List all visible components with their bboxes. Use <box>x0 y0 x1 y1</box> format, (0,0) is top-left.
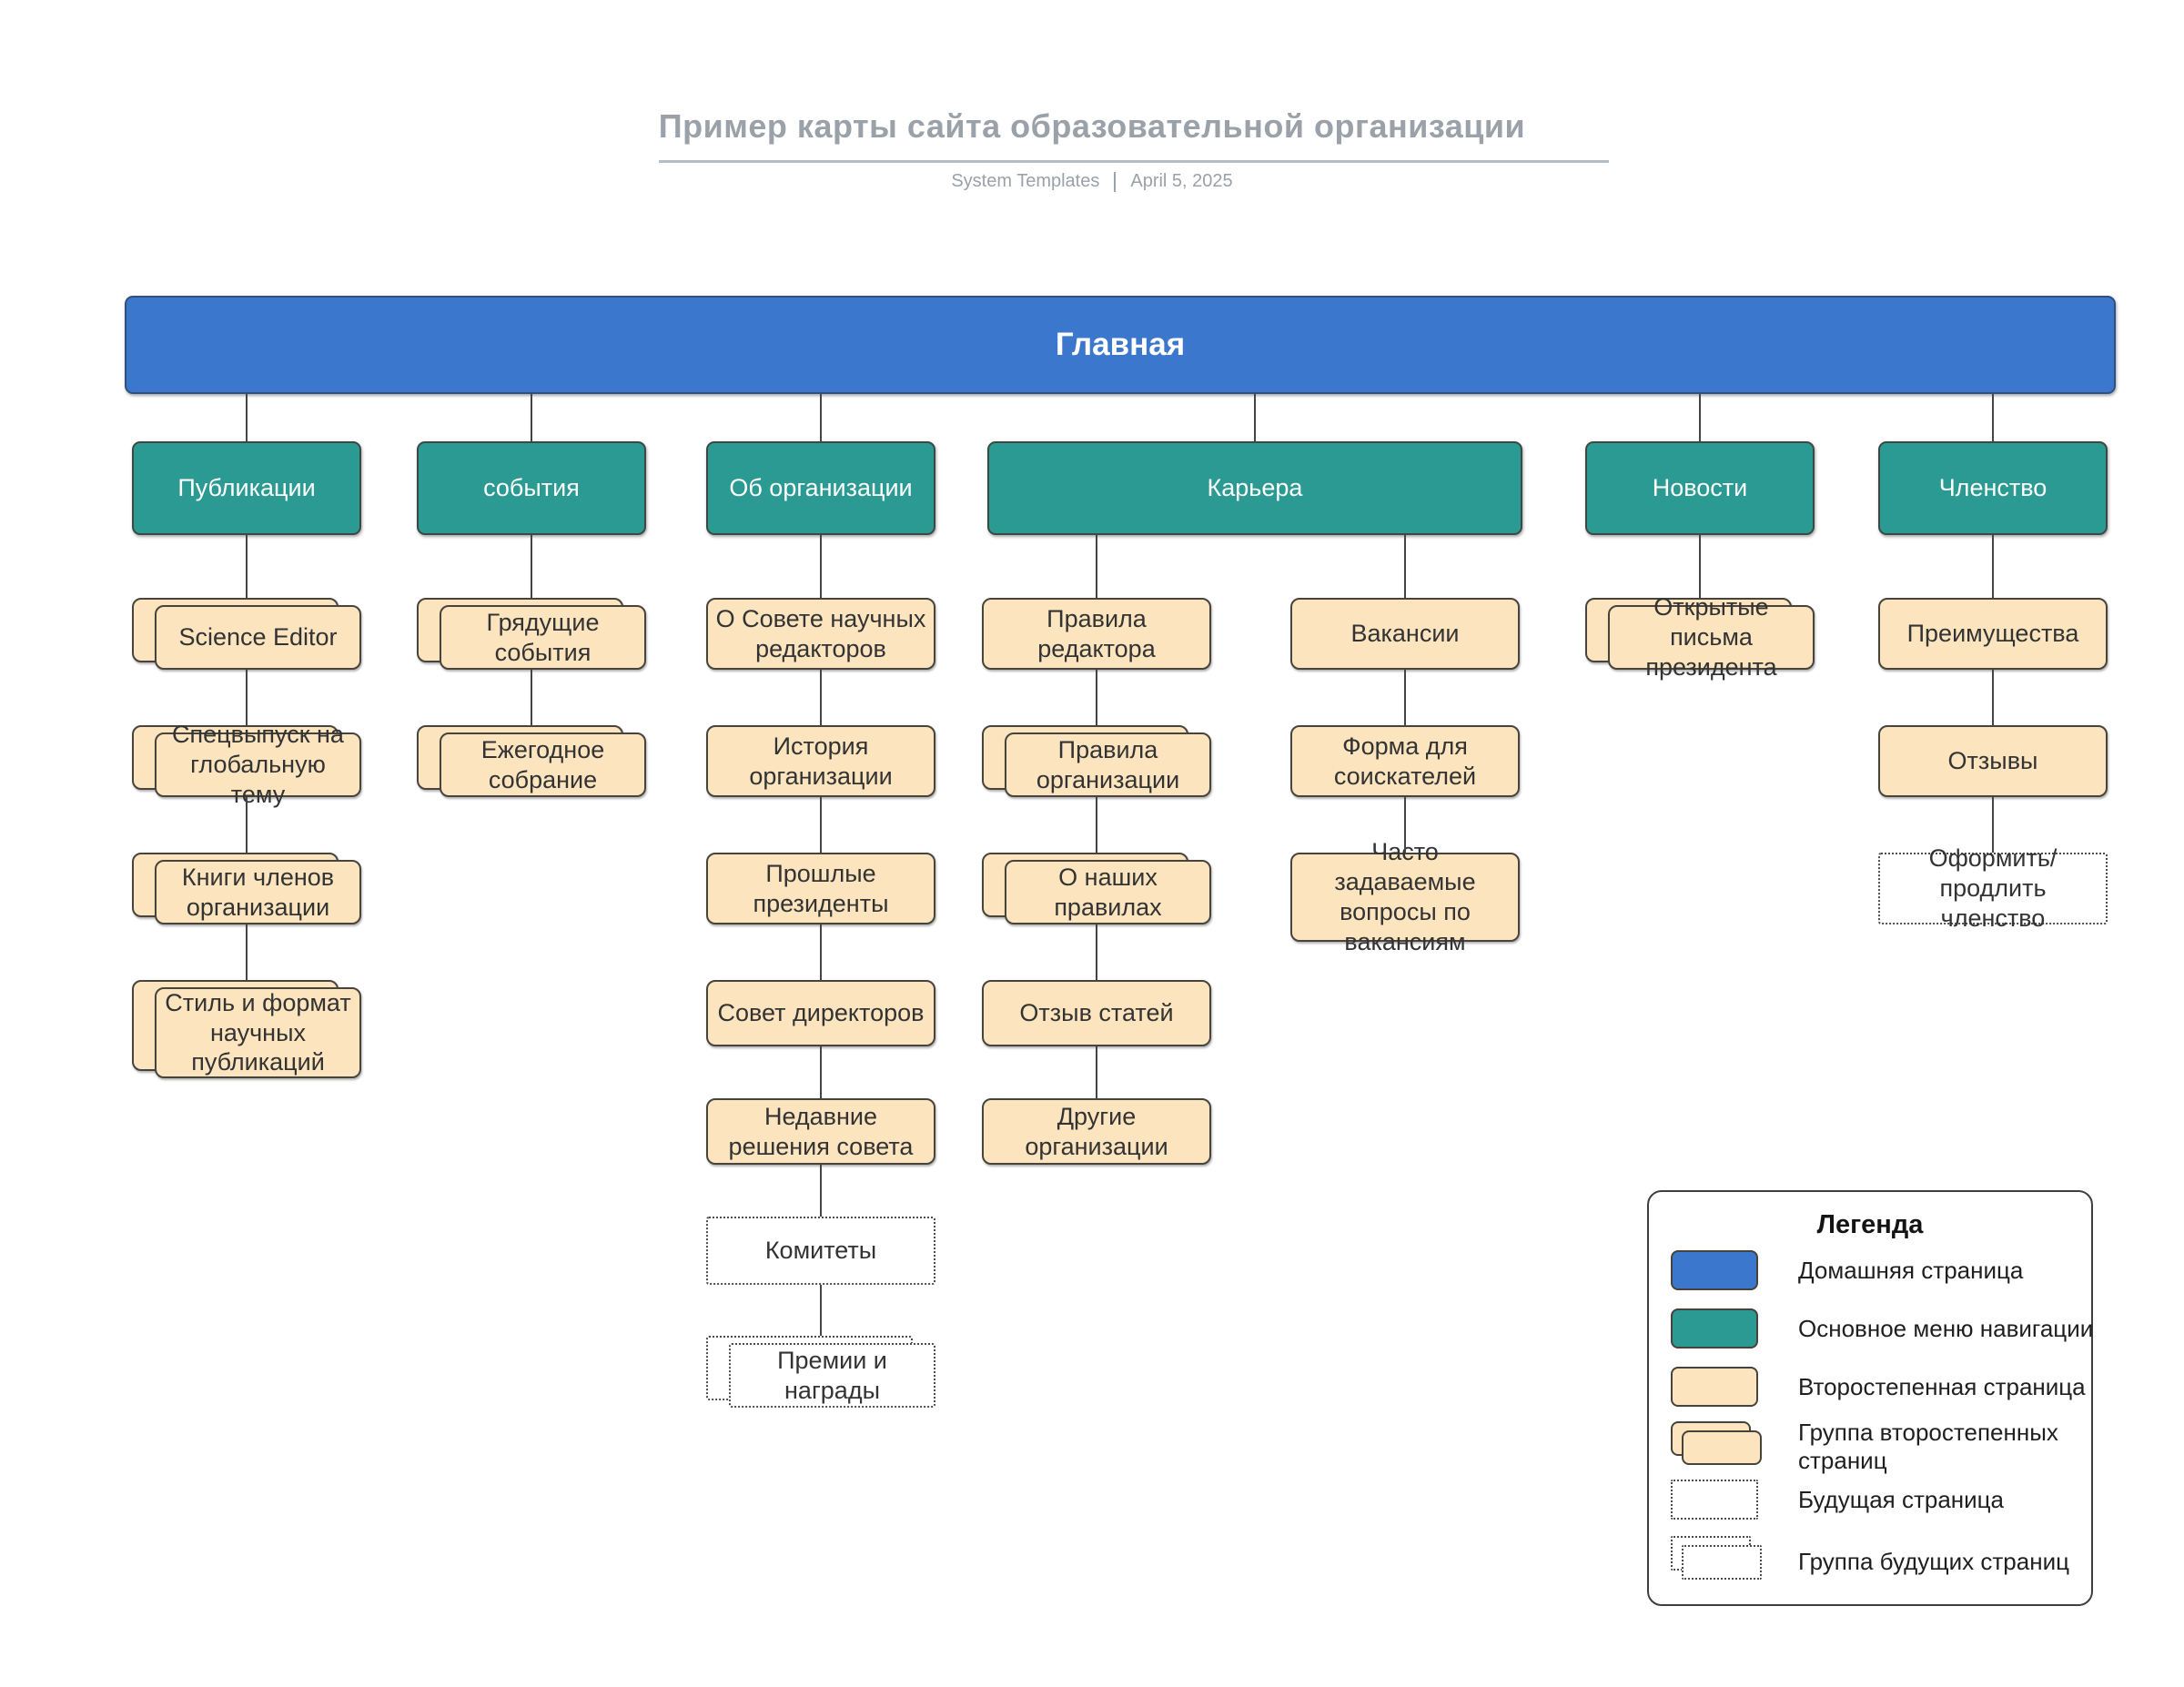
connector <box>820 924 822 980</box>
connector <box>820 1165 822 1217</box>
page-about-rules[interactable]: О наших правилах <box>982 853 1211 924</box>
group-front-card: Science Editor <box>155 605 361 670</box>
connector <box>246 670 248 725</box>
subtitle: System Templates April 5, 2025 <box>0 171 2184 192</box>
connector <box>1699 535 1701 598</box>
nav-events[interactable]: события <box>417 441 646 535</box>
connector <box>1096 1046 1097 1098</box>
group-front-card: Стиль и формат научных публикаций <box>155 987 361 1078</box>
page-board-decisions[interactable]: Недавние решения совета <box>706 1098 935 1165</box>
page-annual-meeting[interactable]: Ежегодное собрание <box>417 725 646 797</box>
connector <box>1096 670 1097 725</box>
nav-membership[interactable]: Членство <box>1878 441 2108 535</box>
page-title: Пример карты сайта образовательной орган… <box>658 107 1526 145</box>
legend: Легенда Домашняя страница Основное меню … <box>1647 1190 2093 1606</box>
group-front-card: Спецвыпуск на глобальную тему <box>155 721 361 808</box>
page-editor-rules[interactable]: Правила редактора <box>982 598 1211 670</box>
connector <box>1404 797 1406 853</box>
connector <box>1699 394 1701 441</box>
page-renew-membership-future[interactable]: Оформить/продлить членство <box>1878 844 2108 932</box>
subtitle-date: April 5, 2025 <box>1130 171 1233 192</box>
subtitle-divider <box>1114 171 1117 192</box>
page-org-rules[interactable]: Правила организации <box>982 725 1211 797</box>
legend-label: Будущая страница <box>1798 1485 2005 1513</box>
legend-label: Группа второстепенных страниц <box>1798 1418 2058 1474</box>
page-upcoming-events[interactable]: Грядущие события <box>417 598 646 670</box>
page-org-history[interactable]: История организации <box>706 725 935 797</box>
connector <box>820 394 822 441</box>
legend-swatch-future-group <box>1671 1536 1771 1589</box>
page-benefits[interactable]: Преимущества <box>1878 598 2108 670</box>
legend-label: Второстепенная страница <box>1798 1372 2086 1400</box>
page-special-issue[interactable]: Спецвыпуск на глобальную тему <box>132 721 361 808</box>
nav-publications[interactable]: Публикации <box>132 441 361 535</box>
nav-news[interactable]: Новости <box>1585 441 1815 535</box>
legend-label: Основное меню навигации <box>1798 1314 2094 1342</box>
connector <box>1404 535 1406 598</box>
page-article-review[interactable]: Отзыв статей <box>982 980 1211 1046</box>
connector <box>531 670 532 725</box>
legend-swatch-nav <box>1671 1308 1758 1349</box>
connector <box>246 394 248 441</box>
connector <box>1992 394 1994 441</box>
legend-title: Легенда <box>1816 1210 1924 1239</box>
group-front-card: Премии и награды <box>729 1343 935 1408</box>
connector <box>1096 535 1097 598</box>
group-front-card <box>1682 1430 1762 1465</box>
connector <box>820 1046 822 1098</box>
nav-about[interactable]: Об организации <box>706 441 935 535</box>
connector <box>1096 797 1097 853</box>
connector <box>820 1285 822 1336</box>
connector <box>820 535 822 598</box>
connector <box>531 535 532 598</box>
group-front-card: Грядущие события <box>440 605 646 670</box>
nav-careers[interactable]: Карьера <box>987 441 1522 535</box>
node-home[interactable]: Главная <box>125 296 2116 394</box>
page-other-orgs[interactable]: Другие организации <box>982 1098 1211 1165</box>
page-applicant-form[interactable]: Форма для соискателей <box>1290 725 1520 797</box>
legend-swatch-home <box>1671 1250 1758 1290</box>
connector <box>820 670 822 725</box>
legend-swatch-future <box>1671 1480 1758 1520</box>
connector <box>246 797 248 853</box>
group-front-card: Открытые письма президента <box>1608 593 1815 681</box>
legend-swatch-secondary-group <box>1671 1421 1771 1474</box>
page-awards-future-group[interactable]: Премии и награды <box>706 1336 935 1408</box>
connector <box>1096 924 1097 980</box>
group-front-card: Ежегодное собрание <box>440 732 646 797</box>
page-member-books[interactable]: Книги членов организации <box>132 853 361 924</box>
connector <box>1254 394 1256 441</box>
connector <box>1992 670 1994 725</box>
connector <box>1992 797 1994 853</box>
legend-label: Домашняя страница <box>1798 1256 2024 1284</box>
group-front-card: О наших правилах <box>1005 860 1211 924</box>
page-past-presidents[interactable]: Прошлые президенты <box>706 853 935 924</box>
page-vacancy-faq[interactable]: Часто задаваемые вопросы по вакансиям <box>1290 838 1520 955</box>
page-reviews[interactable]: Отзывы <box>1878 725 2108 797</box>
connector <box>531 394 532 441</box>
page-president-letters[interactable]: Открытые письма президента <box>1585 593 1815 681</box>
connector <box>1992 535 1994 598</box>
group-front-card: Книги членов организации <box>155 860 361 924</box>
connector <box>246 924 248 980</box>
group-front-card: Правила организации <box>1005 732 1211 797</box>
connector <box>1404 670 1406 725</box>
page-science-editor[interactable]: Science Editor <box>132 598 361 670</box>
page-board-directors[interactable]: Совет директоров <box>706 980 935 1046</box>
page-style-format[interactable]: Стиль и формат научных публикаций <box>132 980 361 1078</box>
connector <box>820 797 822 853</box>
page-committees-future[interactable]: Комитеты <box>706 1217 935 1285</box>
page-vacancies[interactable]: Вакансии <box>1290 598 1520 670</box>
legend-label: Группа будущих страниц <box>1798 1547 2069 1575</box>
legend-swatch-secondary <box>1671 1367 1758 1407</box>
title-underline <box>659 160 1609 163</box>
subtitle-source: System Templates <box>951 171 1100 192</box>
group-front-card <box>1682 1545 1762 1580</box>
page-editors-council[interactable]: О Совете научных редакторов <box>706 598 935 670</box>
connector <box>246 535 248 598</box>
